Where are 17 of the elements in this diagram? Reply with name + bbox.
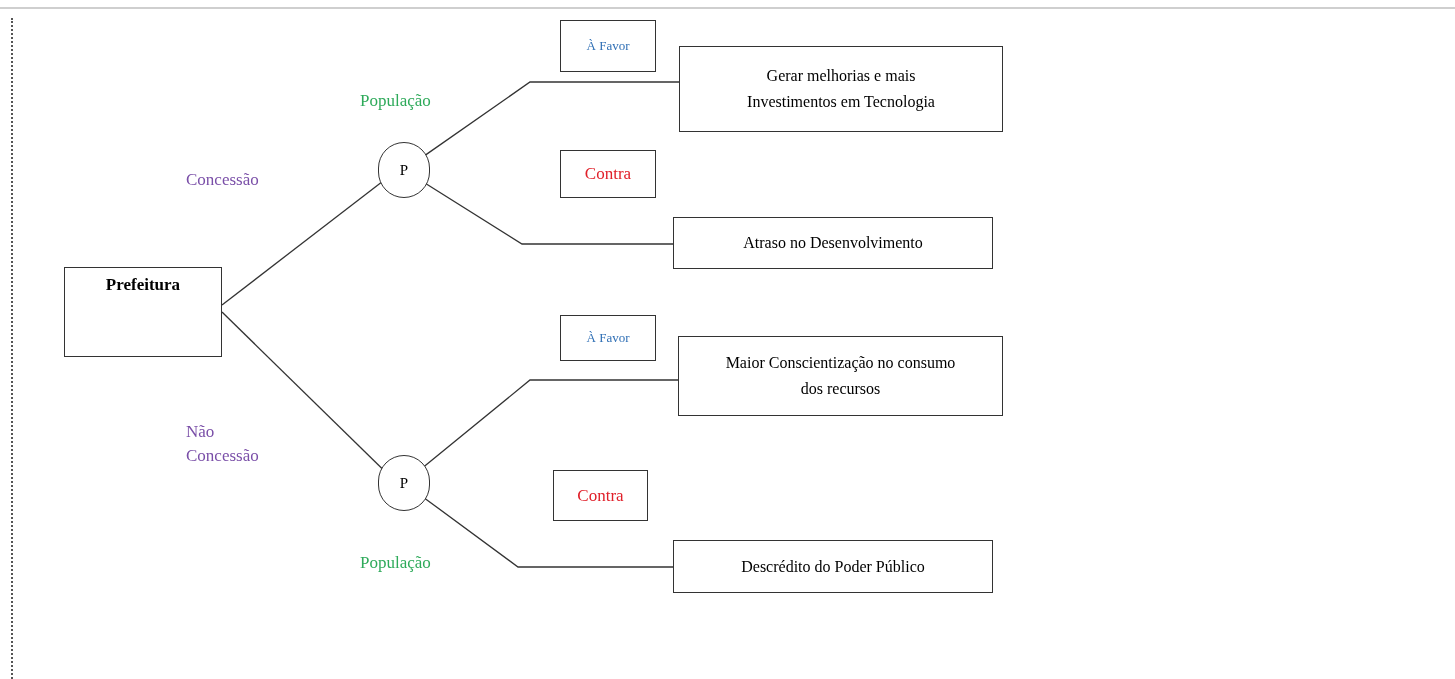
node-caption: População [360, 90, 431, 112]
opinion-box: À Favor [560, 315, 656, 361]
connector-line [221, 181, 382, 306]
opinion-box: À Favor [560, 20, 656, 72]
outcome-box: Gerar melhorias e mais Investimentos em Tecnologia [679, 46, 1003, 132]
connector-line [425, 183, 674, 245]
opinion-box: Contra [560, 150, 656, 198]
outcome-box: Atraso no Desenvolvimento [673, 217, 993, 269]
outcome-box: Maior Conscientização no consumo dos recursos [678, 336, 1003, 416]
decision-box: Prefeitura [64, 267, 222, 357]
connector-line [221, 311, 383, 470]
outcome-box: Descrédito do Poder Público [673, 540, 993, 593]
opinion-box: Contra [553, 470, 648, 521]
connector-line [424, 497, 674, 568]
connector-line [424, 81, 680, 156]
node-caption: População [360, 552, 431, 574]
connector-line [423, 379, 679, 468]
